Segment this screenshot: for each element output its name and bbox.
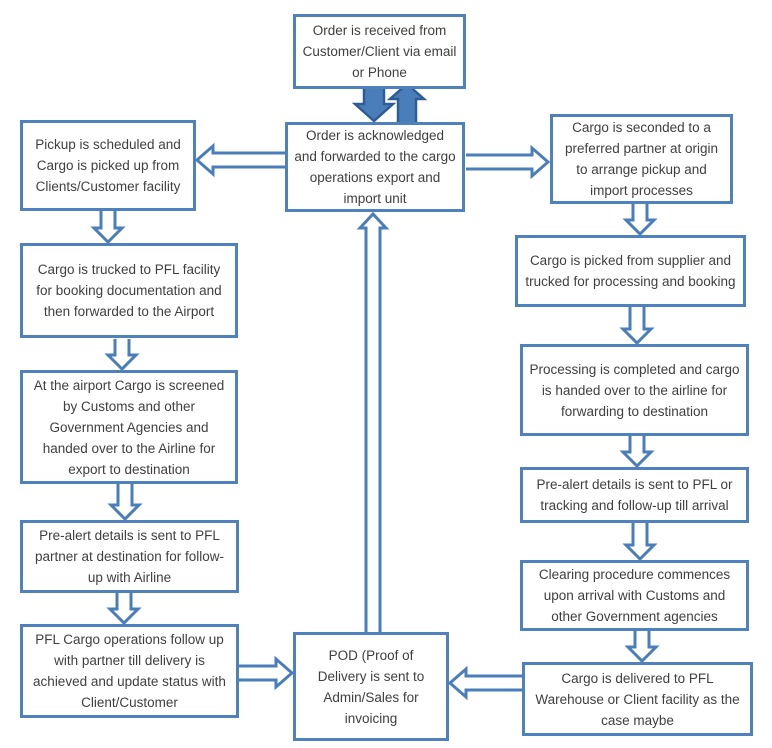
node-airport-screening: At the airport Cargo is screened by Cust… <box>20 370 238 484</box>
open-left-arrow-center-to-pickup <box>194 142 285 178</box>
node-pickup-scheduled: Pickup is scheduled and Cargo is picked … <box>20 120 196 211</box>
node-cargo-delivered: Cargo is delivered to PFL Warehouse or C… <box>522 662 753 736</box>
node-order-acknowledged: Order is acknowledged and forwarded to t… <box>285 122 465 212</box>
solid-down-arrow-top-to-center <box>351 83 397 123</box>
open-down-arrow-seconded-to-picked <box>622 204 658 237</box>
open-down-arrow-processing-to-prealert <box>619 436 655 469</box>
open-down-arrow-pickup-to-trucked <box>90 211 126 245</box>
open-down-arrow-prealert-to-clearing <box>622 523 658 562</box>
open-left-arrow-delivered-to-pod <box>447 665 522 701</box>
node-cargo-trucked-pfl: Cargo is trucked to PFL facility for boo… <box>20 243 238 338</box>
node-cargo-seconded: Cargo is seconded to a preferred partner… <box>550 114 733 204</box>
node-pod-invoicing: POD (Proof of Delivery is sent to Admin/… <box>293 632 449 741</box>
node-cargo-picked-supplier: Cargo is picked from supplier and trucke… <box>515 235 746 307</box>
open-right-arrow-followup-to-pod <box>239 655 295 691</box>
open-down-arrow-clearing-to-delivered <box>624 631 660 664</box>
open-right-arrow-center-to-seconded <box>466 144 551 180</box>
node-clearing-procedure: Clearing procedure commences upon arriva… <box>520 560 749 631</box>
open-up-arrow-pod-to-center <box>356 211 390 632</box>
open-down-arrow-trucked-to-airport <box>104 339 140 372</box>
node-processing-completed: Processing is completed and cargo is han… <box>520 344 749 436</box>
open-down-arrow-prealert-to-followup <box>106 593 142 626</box>
node-prealert-tracking: Pre-alert details is sent to PFL or trac… <box>520 467 749 523</box>
open-down-arrow-picked-to-processing <box>619 307 655 346</box>
node-pfl-followup-delivery: PFL Cargo operations follow up with part… <box>20 624 239 718</box>
node-order-received: Order is received from Customer/Client v… <box>293 14 466 89</box>
open-down-arrow-airport-to-prealert <box>107 484 143 522</box>
node-prealert-destination: Pre-alert details is sent to PFL partner… <box>20 520 239 593</box>
